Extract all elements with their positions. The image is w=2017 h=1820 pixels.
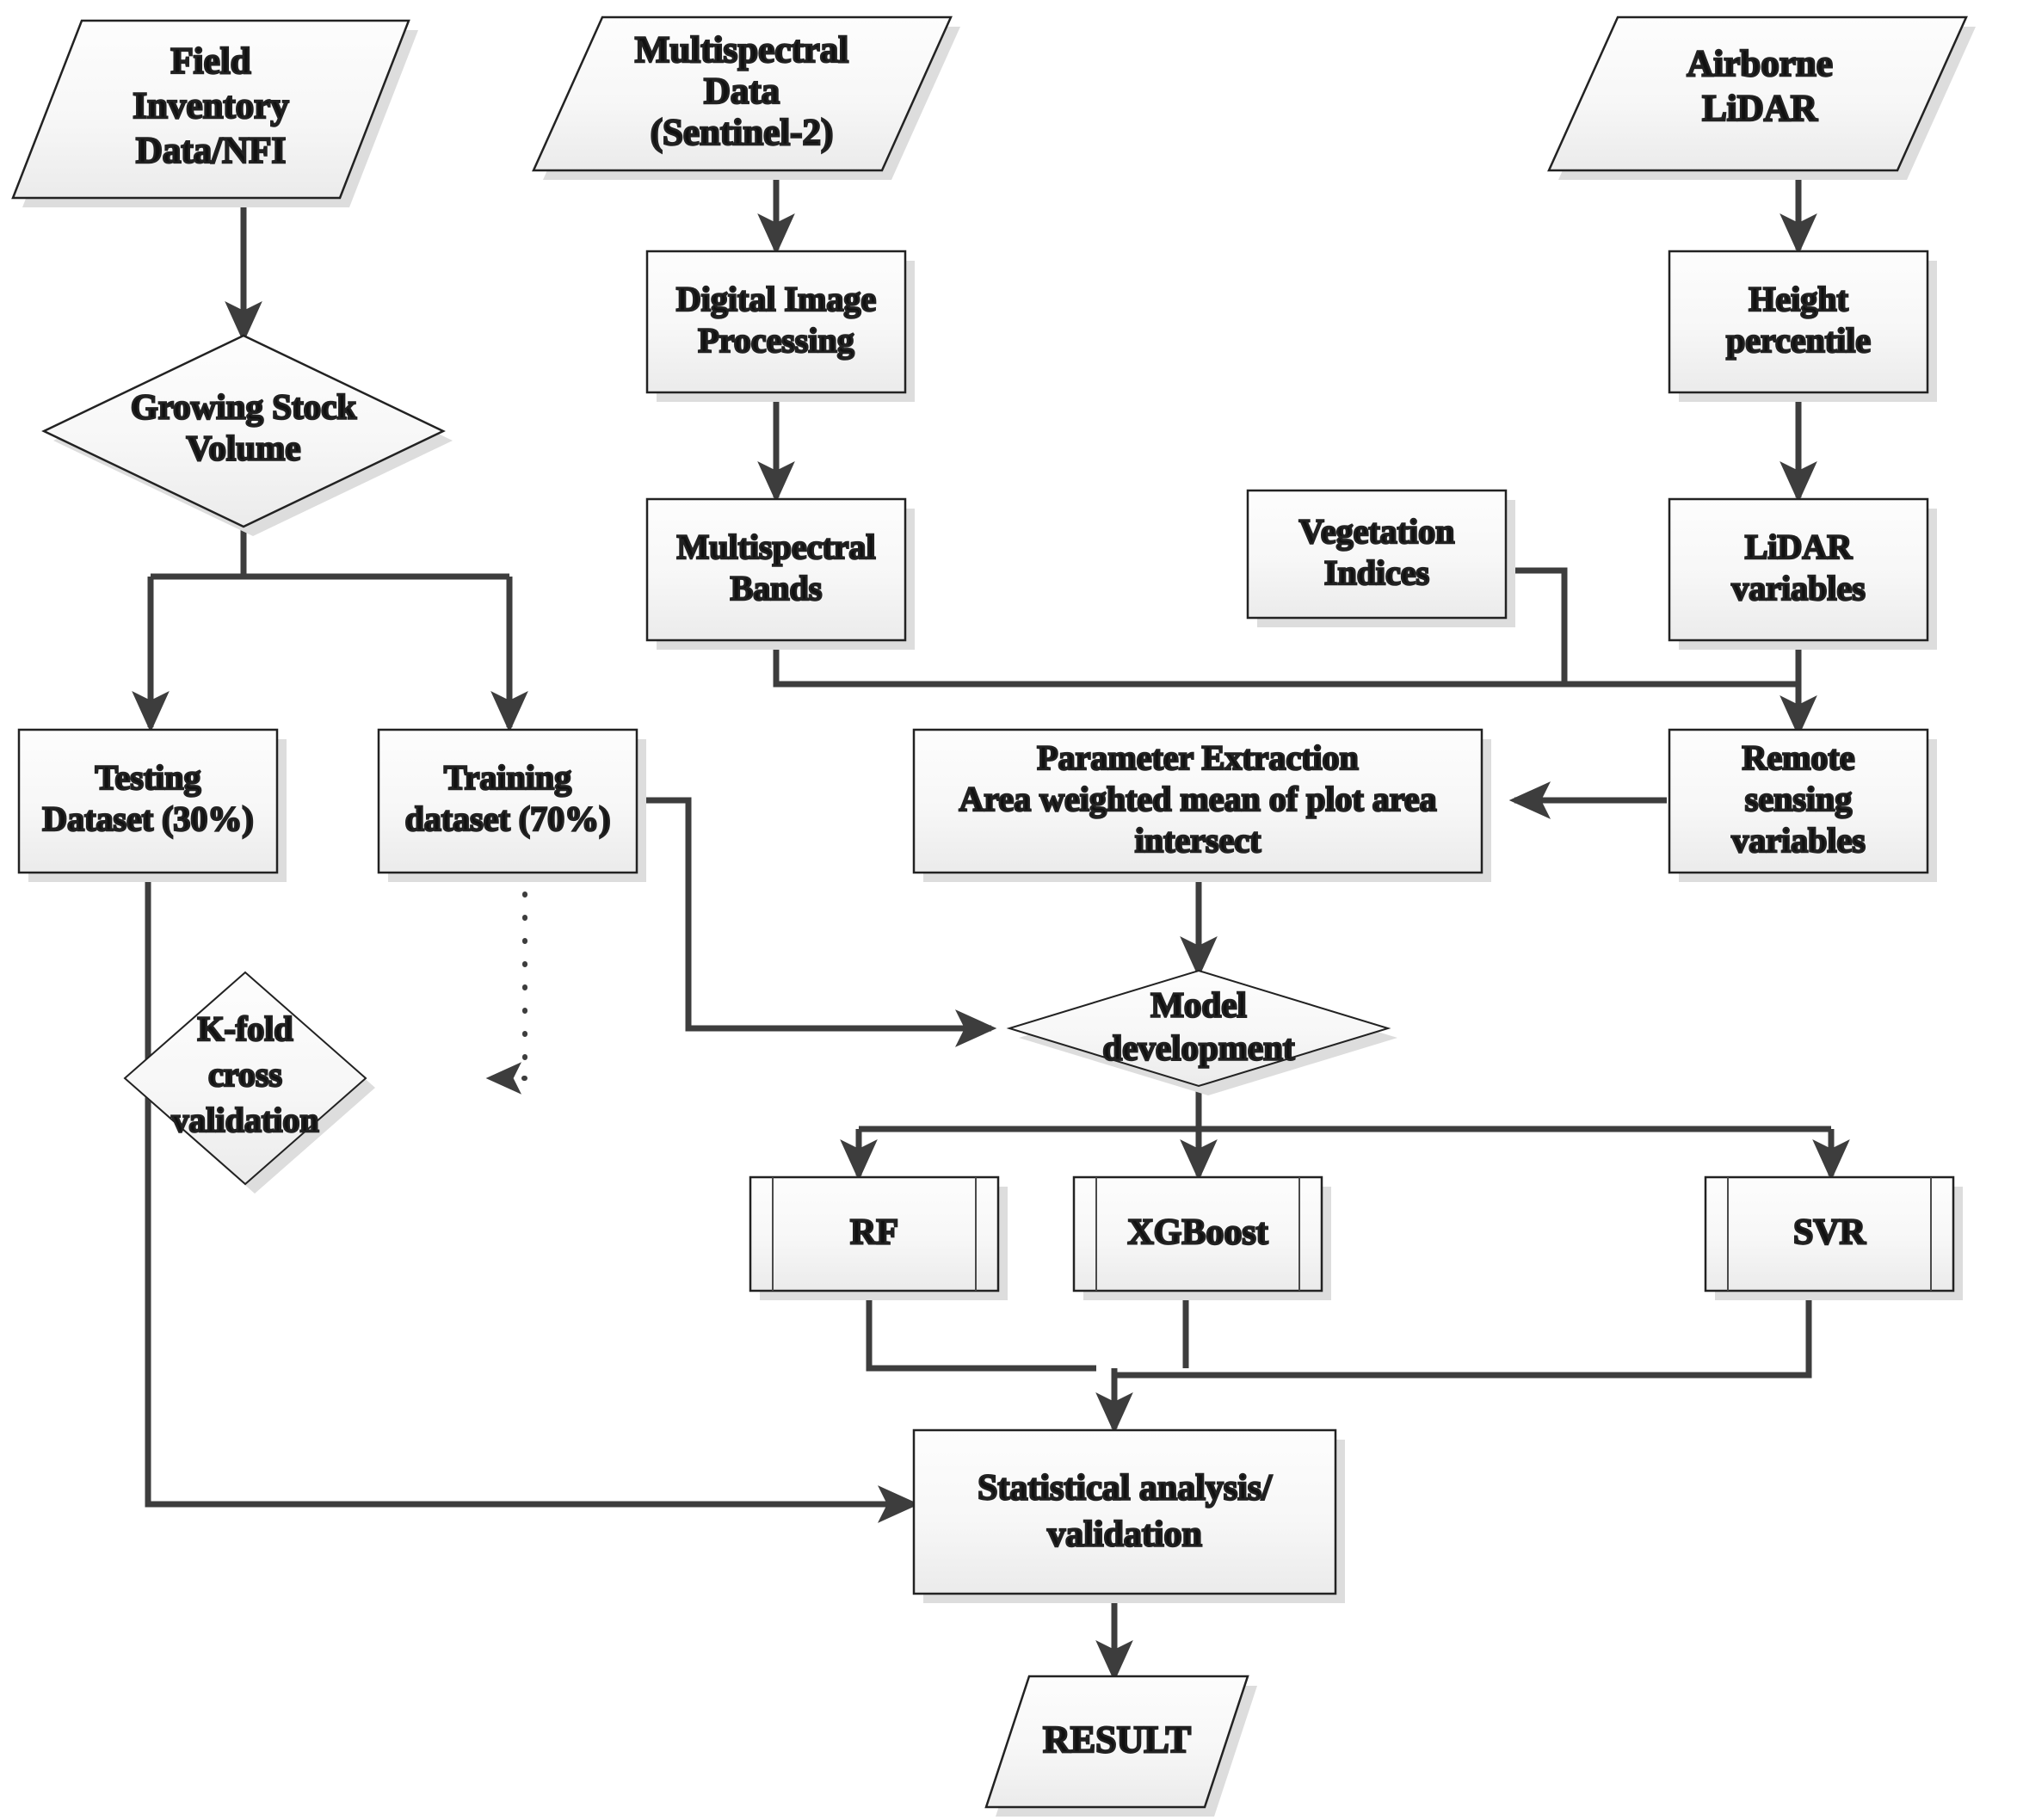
node-testing-dataset[interactable]: Testing Dataset (30%) <box>17 728 279 874</box>
rsv-line-2: sensing <box>1745 780 1853 818</box>
node-remote-sensing-variables[interactable]: Remote sensing variables <box>1668 728 1929 874</box>
kfold-line-1: K-fold <box>197 1009 293 1048</box>
edge-bands-to-bus <box>773 639 1798 688</box>
field-inventory-line-3: Data/NFI <box>136 131 286 171</box>
paramextract-line-2: Area weighted mean of plot area <box>959 780 1436 818</box>
vegindices-line-1: Vegetation <box>1299 512 1455 551</box>
node-field-inventory[interactable]: Field Inventory Data/NFI <box>11 19 410 200</box>
lidarvars-line-2: variables <box>1731 569 1866 608</box>
node-lidar-variables[interactable]: LiDAR variables <box>1668 497 1929 642</box>
lidarvars-line-1: LiDAR <box>1745 527 1854 566</box>
vegindices-line-2: Indices <box>1324 553 1429 592</box>
node-result[interactable]: RESULT <box>984 1675 1249 1809</box>
node-growing-stock-volume[interactable]: Growing Stock Volume <box>41 334 446 528</box>
node-digital-image-processing[interactable]: Digital Image Processing <box>645 250 907 394</box>
paramextract-line-3: intersect <box>1135 821 1261 860</box>
airborne-lidar-line-1: Airborne <box>1687 44 1833 84</box>
field-inventory-line-1: Field <box>170 41 250 82</box>
kfold-line-3: validation <box>171 1101 318 1139</box>
edge-svr-to-merge <box>1114 1291 1812 1379</box>
node-rf[interactable]: RF <box>749 1175 1000 1293</box>
node-statistical-analysis[interactable]: Statistical analysis/ validation <box>912 1428 1337 1595</box>
bands-line-2: Bands <box>731 569 823 608</box>
node-svr[interactable]: SVR <box>1704 1175 1955 1293</box>
multispectral-data-line-3: (Sentinel-2) <box>651 113 834 153</box>
node-layer: Field Inventory Data/NFI Multispectral D… <box>11 15 1968 1809</box>
node-xgboost[interactable]: XGBoost <box>1072 1175 1323 1293</box>
testing-line-1: Testing <box>95 758 200 797</box>
result-label: RESULT <box>1043 1718 1191 1761</box>
xgboost-label: XGBoost <box>1127 1213 1268 1253</box>
height-line-1: Height <box>1749 280 1848 318</box>
rf-label: RF <box>850 1213 898 1253</box>
training-line-1: Training <box>444 758 571 797</box>
edge-training-to-modeldev <box>635 797 997 1047</box>
modeldev-line-1: Model <box>1150 984 1247 1024</box>
node-multispectral-data[interactable]: Multispectral Data (Sentinel-2) <box>532 15 953 172</box>
node-training-dataset[interactable]: Training dataset (70%) <box>377 728 638 874</box>
dip-line-1: Digital Image <box>676 280 876 318</box>
gsv-line-2: Volume <box>187 428 301 467</box>
node-model-development[interactable]: Model development <box>1006 969 1391 1088</box>
gsv-line-1: Growing Stock <box>131 386 357 426</box>
node-height-percentile[interactable]: Height percentile <box>1668 250 1929 394</box>
svr-label: SVR <box>1793 1213 1866 1253</box>
dip-line-2: Processing <box>698 321 854 360</box>
node-kfold-cross-validation[interactable]: K-fold cross validation <box>123 971 367 1186</box>
rsv-line-3: variables <box>1731 821 1866 860</box>
height-line-2: percentile <box>1726 321 1871 360</box>
node-airborne-lidar[interactable]: Airborne LiDAR <box>1547 15 1968 172</box>
multispectral-data-line-2: Data <box>704 71 780 112</box>
airborne-lidar-line-2: LiDAR <box>1702 89 1818 129</box>
statanalysis-line-1: Statistical analysis/ <box>978 1469 1273 1508</box>
statanalysis-line-2: validation <box>1047 1515 1202 1555</box>
edge-vegindices-to-bus <box>1506 567 1568 684</box>
testing-line-2: Dataset (30%) <box>42 799 254 838</box>
modeldev-line-2: development <box>1102 1027 1295 1067</box>
node-vegetation-indices[interactable]: Vegetation Indices <box>1246 489 1508 620</box>
rsv-line-1: Remote <box>1742 738 1854 777</box>
multispectral-data-line-1: Multispectral <box>635 30 848 71</box>
paramextract-line-1: Parameter Extraction <box>1037 738 1359 777</box>
edge-rf-to-merge <box>866 1291 1096 1372</box>
node-multispectral-bands[interactable]: Multispectral Bands <box>645 497 907 642</box>
bands-line-1: Multispectral <box>676 527 875 566</box>
connector-layer <box>132 172 1850 1682</box>
node-parameter-extraction[interactable]: Parameter Extraction Area weighted mean … <box>912 728 1483 874</box>
kfold-line-2: cross <box>208 1055 282 1094</box>
training-line-2: dataset (70%) <box>405 799 611 838</box>
field-inventory-line-2: Inventory <box>133 86 289 126</box>
